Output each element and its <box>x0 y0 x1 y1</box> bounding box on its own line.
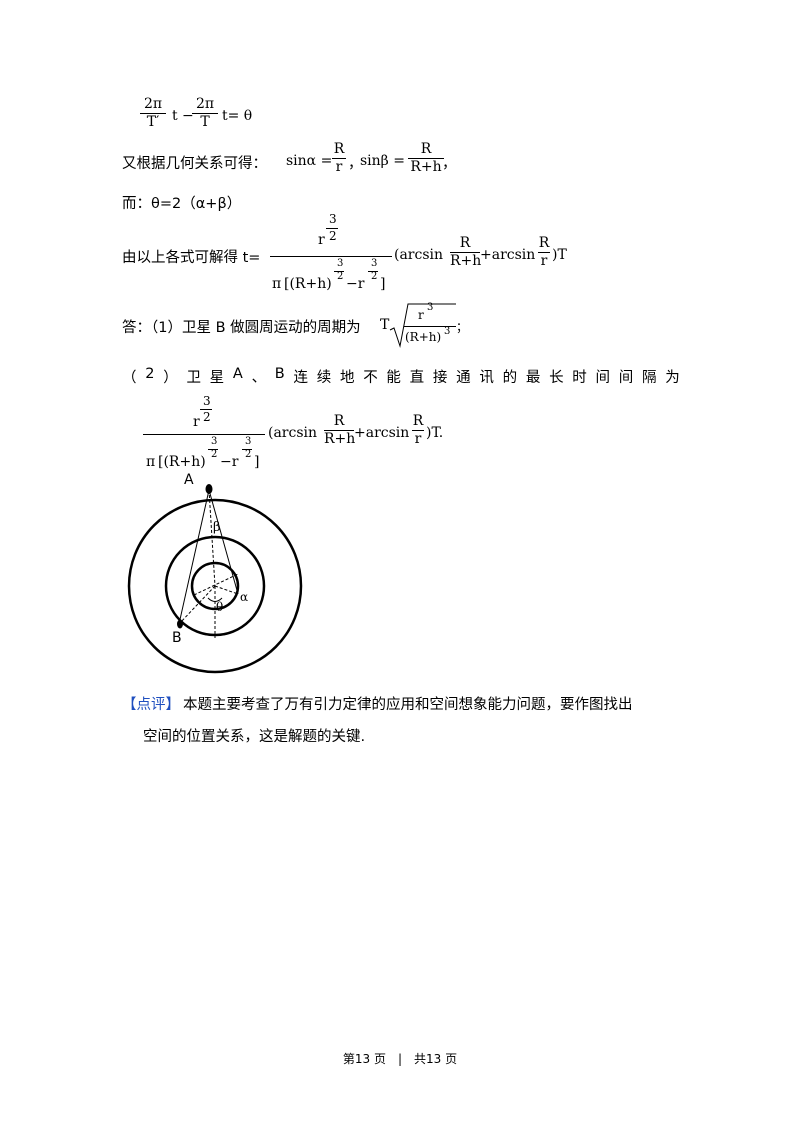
answer-2-char: 不 <box>363 370 378 386</box>
label-b: B <box>172 630 182 646</box>
answer-2-char: 能 <box>386 370 401 386</box>
answer-2-char: 的 <box>502 370 518 386</box>
answer-2-char: 隔 <box>642 370 657 386</box>
answer-2-char: 讯 <box>479 370 494 386</box>
theta-relation: 而：θ=2（α+β） <box>122 196 242 212</box>
answer-2-char: B <box>274 366 285 382</box>
answer-2-char: 为 <box>665 370 680 386</box>
answer-2-char: 最 <box>525 370 541 386</box>
label-theta: θ <box>216 600 224 614</box>
answer-2-char: 卫 <box>186 370 201 386</box>
answer-2-char: 直 <box>409 370 425 386</box>
answer-2-char: 地 <box>339 370 355 386</box>
comment-tag: 【点评】 <box>122 697 180 713</box>
label-alpha: α <box>240 590 249 604</box>
answer-2-char: 、 <box>251 370 267 386</box>
radical-sign <box>389 303 456 348</box>
answer-2-char: A <box>232 366 243 382</box>
answer-2-char: 续 <box>316 370 332 386</box>
answer-2-char: 间 <box>595 370 611 386</box>
label-a: A <box>184 472 194 488</box>
orbit-diagram <box>127 484 303 674</box>
answer-2-char: 通 <box>456 370 471 386</box>
orbit-figure: A B β α θ <box>120 470 320 690</box>
answer-2-char: 间 <box>618 370 634 386</box>
answer-2-char: 2 <box>145 366 155 382</box>
page-footer: 第13 页 | 共13 页 <box>342 1052 458 1066</box>
answer-2-char: （ <box>122 370 137 386</box>
answer-2-char: 接 <box>432 370 448 386</box>
answer-2-char: 长 <box>549 370 564 386</box>
answer-2-char: 星 <box>209 370 225 386</box>
answer-2-char: ） <box>163 370 178 386</box>
label-beta: β <box>213 520 221 535</box>
answer-2-char: 时 <box>572 370 587 386</box>
answer-2-char: 连 <box>293 370 308 386</box>
